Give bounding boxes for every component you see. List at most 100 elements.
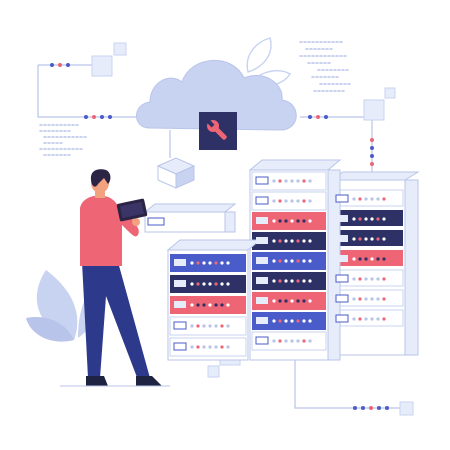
rack-indicator-light [352,237,356,241]
rack-indicator-light [208,282,212,286]
rack-indicator-light [202,261,206,265]
rack-indicator-light [278,259,282,263]
rack-indicator-light [296,279,300,283]
rack-indicator-light [358,237,362,241]
rack-indicator-light [196,324,200,328]
rack-slot [173,342,187,351]
rack-slot [256,277,268,284]
rack-indicator-light [272,319,276,323]
rack-indicator-light [370,197,374,201]
rack-indicator-light [296,299,300,303]
rack-indicator-light [370,277,374,281]
rack-indicator-light [278,319,282,323]
rack-slot [335,274,349,283]
rack-indicator-light [308,319,312,323]
rack-slot [335,314,349,323]
rack-indicator-light [302,219,306,223]
rack-indicator-light [296,219,300,223]
rack-indicator-light [278,299,282,303]
rack-indicator-light [376,257,380,261]
rack-indicator-light [302,319,306,323]
connector-line-top-left [37,65,140,118]
rack-indicator-lights [173,176,386,351]
rack-indicator-light [196,303,200,307]
rack-slot [335,194,349,203]
rack-slot [256,297,268,304]
maintenance-badge [199,112,237,150]
rack-indicator-light [272,239,276,243]
rack-indicator-light [364,257,368,261]
rack-indicator-light [214,303,218,307]
rack-indicator-light [290,279,294,283]
rack-slot [256,317,268,324]
rack-indicator-light [196,261,200,265]
rack-indicator-light [308,259,312,263]
rack-indicator-light [290,319,294,323]
rack-indicator-light [382,197,386,201]
rack-indicator-light [296,179,300,183]
rack-indicator-light [226,345,230,349]
rack-indicator-light [226,324,230,328]
rack-indicator-light [290,219,294,223]
rack-indicator-light [220,303,224,307]
rack-indicator-light [364,217,368,221]
server-rack-center [248,159,342,361]
rack-indicator-light [376,277,380,281]
rack-indicator-light [376,217,380,221]
rack-indicator-light [190,345,194,349]
rack-indicator-light [220,261,224,265]
connector-dots [50,63,389,410]
rack-indicator-light [190,324,194,328]
rack-indicator-light [278,339,282,343]
rack-indicator-light [272,259,276,263]
rack-indicator-light [296,239,300,243]
tablet-icon [116,198,148,222]
rack-indicator-light [358,217,362,221]
rack-indicator-light [190,282,194,286]
rack-indicator-light [382,317,386,321]
rack-indicator-light [308,219,312,223]
rack-indicator-light [358,297,362,301]
rack-indicator-light [190,303,194,307]
server-drawer [143,203,237,233]
rack-indicator-light [202,345,206,349]
rack-indicator-light [290,299,294,303]
rack-indicator-light [296,319,300,323]
rack-indicator-light [308,339,312,343]
rack-indicator-light [284,219,288,223]
rack-indicator-light [364,197,368,201]
rack-indicator-light [352,277,356,281]
floating-chip [156,157,196,189]
rack-indicator-light [290,239,294,243]
rack-indicator-light [214,345,218,349]
rack-indicator-light [370,237,374,241]
rack-indicator-light [376,237,380,241]
rack-indicator-light [376,297,380,301]
rack-indicator-light [302,339,306,343]
rack-indicator-light [278,219,282,223]
rack-indicator-light [214,282,218,286]
rack-indicator-light [290,339,294,343]
person-shoe-left [86,376,108,386]
rack-indicator-light [226,261,230,265]
rack-indicator-light [290,259,294,263]
rack-indicator-light [214,261,218,265]
rack-indicator-light [272,179,276,183]
rack-indicator-light [370,297,374,301]
rack-indicator-light [382,277,386,281]
rack-indicator-light [382,237,386,241]
rack-indicator-light [358,317,362,321]
rack-indicator-light [196,345,200,349]
server-rack-back [328,171,420,356]
rack-indicator-light [364,317,368,321]
cloud-icon [136,60,297,131]
rack-indicator-light [358,257,362,261]
rack-slot [336,255,348,262]
rack-indicator-light [302,179,306,183]
rack-slot [256,237,268,244]
rack-indicator-light [208,303,212,307]
rack-slot [174,259,186,266]
rack-indicator-light [370,257,374,261]
rack-indicator-light [352,317,356,321]
rack-indicator-light [352,257,356,261]
